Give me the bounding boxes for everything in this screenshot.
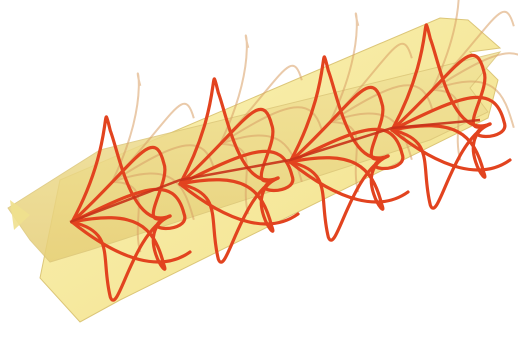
helical-ribbon-illustration	[0, 0, 518, 337]
